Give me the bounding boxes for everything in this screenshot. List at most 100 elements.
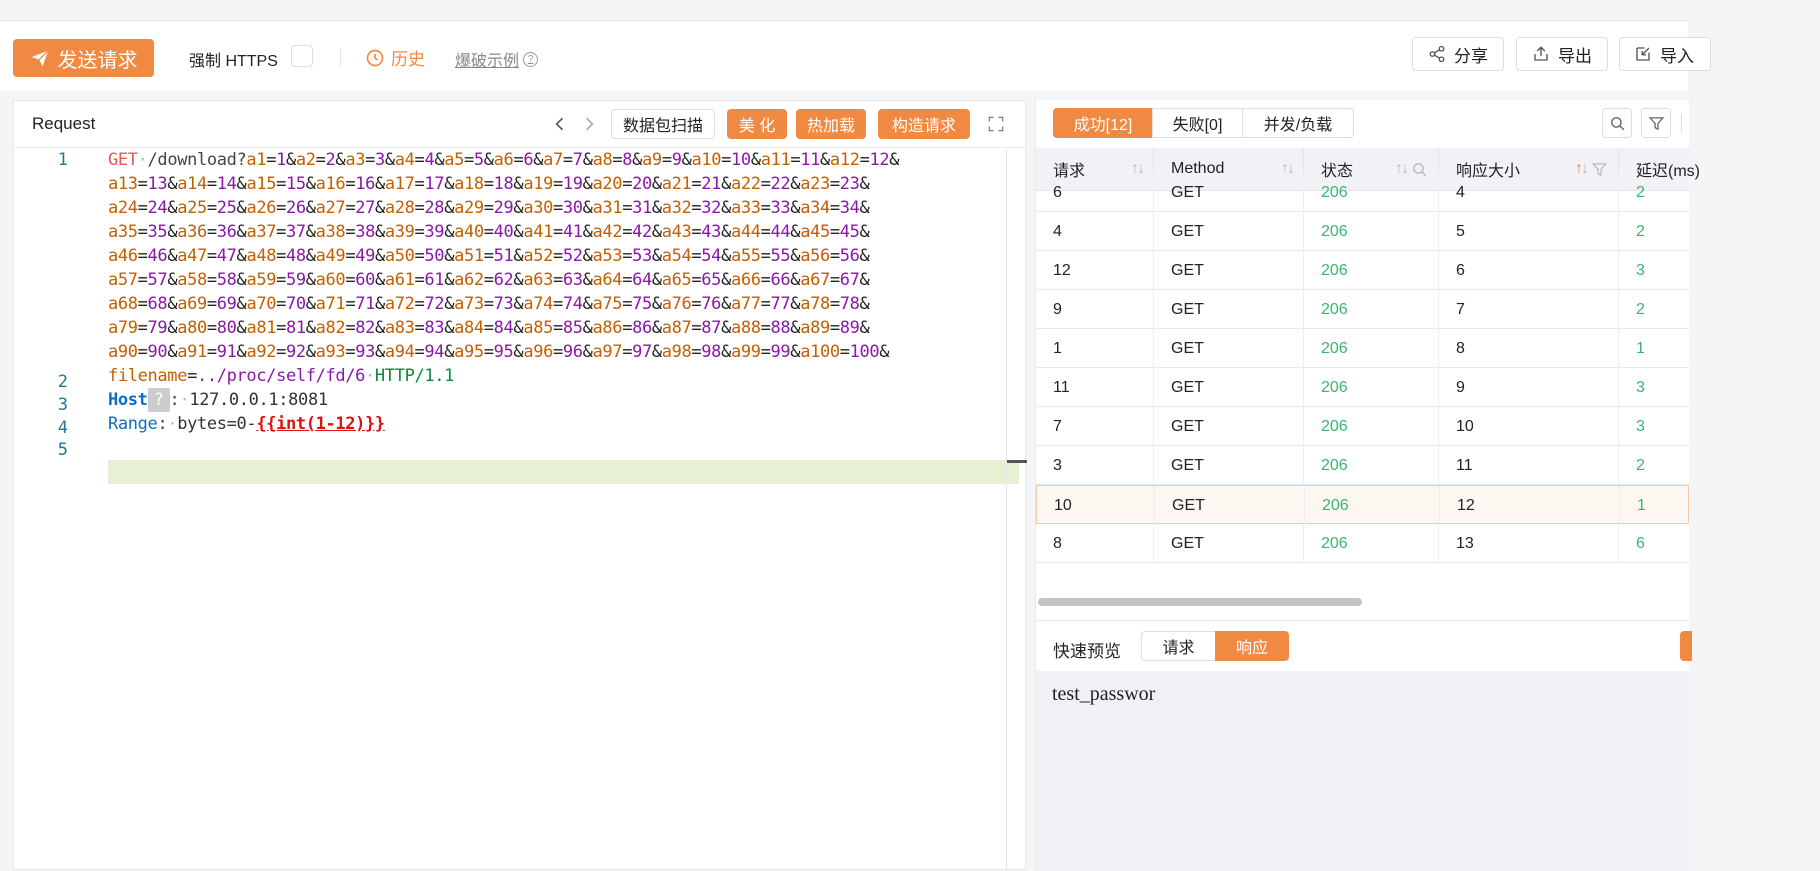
- cell-request: 4: [1036, 212, 1154, 251]
- cell-request: 3: [1036, 446, 1154, 485]
- cell-delay: 2: [1636, 457, 1645, 474]
- preview-body: test_passwor: [1036, 671, 1689, 871]
- cell-request: 11: [1036, 368, 1154, 407]
- tab-failed[interactable]: 失败[0]: [1152, 108, 1243, 138]
- filter-button[interactable]: [1641, 108, 1671, 138]
- cell-size: 11: [1439, 446, 1619, 485]
- cell-method: GET: [1154, 212, 1304, 251]
- fullscreen-icon[interactable]: [986, 114, 1006, 134]
- beautify-button[interactable]: 美 化: [727, 109, 787, 139]
- import-label: 导入: [1660, 46, 1694, 66]
- cell-method: GET: [1154, 251, 1304, 290]
- search-button[interactable]: [1602, 108, 1632, 138]
- cell-status: 206: [1304, 329, 1439, 368]
- cell-size: 12: [1440, 486, 1620, 525]
- column-response-size[interactable]: 响应大小↑↓: [1439, 148, 1619, 190]
- brute-example-link[interactable]: 爆破示例 ?: [455, 47, 539, 71]
- search-icon: [1610, 116, 1624, 130]
- tab-preview-request[interactable]: 请求: [1141, 631, 1216, 661]
- import-button[interactable]: 导入: [1619, 37, 1711, 71]
- preview-action-button[interactable]: [1680, 631, 1692, 661]
- cell-delay: 1: [1637, 497, 1646, 514]
- send-request-button[interactable]: 发送请求: [13, 39, 154, 77]
- cell-status: 206: [1304, 368, 1439, 407]
- cell-method: GET: [1154, 524, 1304, 563]
- cell-delay: 2: [1636, 223, 1645, 240]
- cell-request: 10: [1037, 486, 1155, 525]
- tab-concurrency[interactable]: 并发/负载: [1242, 108, 1354, 138]
- cell-status: 206: [1304, 251, 1439, 290]
- request-param-line: a24=24&a25=25&a26=26&a27=27&a28=28&a29=2…: [108, 198, 870, 218]
- column-delay[interactable]: 延迟(ms): [1636, 163, 1700, 180]
- preview-text: test_passwor: [1052, 683, 1156, 705]
- force-https-checkbox[interactable]: [291, 45, 313, 67]
- share-button[interactable]: 分享: [1412, 37, 1504, 71]
- force-https-label: 强制 HTTPS: [189, 53, 278, 70]
- sort-icon: ↑↓: [1395, 160, 1409, 177]
- build-request-button[interactable]: 构造请求: [878, 109, 970, 139]
- request-param-line: a68=68&a69=69&a70=70&a71=71&a72=72&a73=7…: [108, 294, 870, 314]
- packet-scan-button[interactable]: 数据包扫描: [611, 109, 715, 139]
- line-number: 4: [57, 418, 68, 438]
- cell-delay: 2: [1636, 301, 1645, 318]
- import-icon: [1636, 47, 1650, 61]
- cell-request: 12: [1036, 251, 1154, 290]
- chevron-right-icon[interactable]: [579, 114, 599, 134]
- cell-delay: 2: [1636, 184, 1645, 201]
- window-top-strip: [0, 0, 1688, 21]
- cell-request: 8: [1036, 524, 1154, 563]
- chevron-left-icon[interactable]: [550, 114, 570, 134]
- cell-size: 8: [1439, 329, 1619, 368]
- export-icon: [1534, 46, 1548, 61]
- warning-icon: ?: [147, 388, 170, 412]
- request-panel: Request 数据包扫描 美 化 热加载 构造请求 1 2 3 4 5 GET…: [13, 100, 1027, 870]
- cell-size: 7: [1439, 290, 1619, 329]
- cell-method: GET: [1154, 290, 1304, 329]
- preview-label: 快速预览: [1053, 642, 1121, 661]
- toolbar-divider: [340, 49, 341, 67]
- share-icon: [1429, 45, 1445, 63]
- cell-status: 206: [1304, 290, 1439, 329]
- current-line-highlight: [108, 460, 1019, 484]
- cell-method: GET: [1154, 173, 1304, 212]
- cell-method: GET: [1155, 486, 1305, 525]
- column-method[interactable]: Method↑↓: [1154, 148, 1304, 190]
- horizontal-scrollbar[interactable]: [1038, 598, 1362, 606]
- cell-status: 206: [1305, 486, 1440, 525]
- tab-preview-response[interactable]: 响应: [1215, 631, 1289, 661]
- column-status[interactable]: 状态↑↓: [1304, 148, 1439, 190]
- request-param-line: a90=90&a91=91&a92=92&a93=93&a94=94&a95=9…: [108, 342, 890, 362]
- cell-method: GET: [1154, 407, 1304, 446]
- search-icon: [1413, 162, 1427, 176]
- request-code: GET·/download?a1=1&a2=2&a3=3&a4=4&a5=5&a…: [108, 148, 1013, 436]
- filter-icon: [1591, 162, 1608, 176]
- cell-method: GET: [1154, 368, 1304, 407]
- history-button[interactable]: 历史: [365, 45, 425, 70]
- divider: [1681, 114, 1682, 132]
- cell-delay: 1: [1636, 340, 1645, 357]
- cell-delay: 3: [1636, 418, 1645, 435]
- export-button[interactable]: 导出: [1516, 37, 1608, 71]
- send-request-label: 发送请求: [57, 49, 138, 72]
- cell-size: 10: [1439, 407, 1619, 446]
- cell-status: 206: [1304, 212, 1439, 251]
- editor-scrollbar[interactable]: [1006, 148, 1007, 870]
- host-header-line: Host?:·127.0.0.1:8081: [108, 388, 328, 412]
- hot-load-button[interactable]: 热加载: [796, 109, 866, 139]
- tab-success[interactable]: 成功[12]: [1053, 108, 1153, 138]
- main-toolbar: 发送请求 强制 HTTPS 历史 爆破示例 ? 分享 导出 导入: [0, 21, 1711, 91]
- cell-status: 206: [1304, 173, 1439, 212]
- request-editor[interactable]: 1 2 3 4 5 GET·/download?a1=1&a2=2&a3=3&a…: [14, 148, 1027, 870]
- column-request[interactable]: 请求↑↓: [1036, 148, 1154, 190]
- history-label: 历史: [391, 50, 425, 69]
